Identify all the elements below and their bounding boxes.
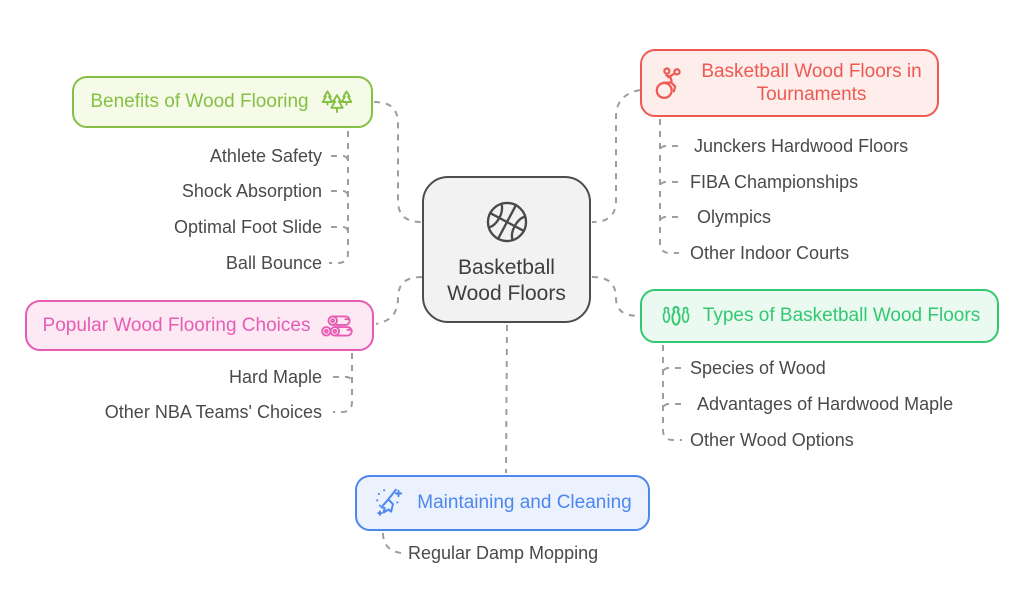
edge-types-item1 [662,367,681,375]
branch-node-types[interactable]: Types of Basketball Wood Floors [640,289,999,343]
child-item[interactable]: Ball Bounce [225,253,322,273]
child-item[interactable]: Other Wood Options [690,430,854,450]
edge-center-benefits [373,101,423,223]
child-item[interactable]: Olympics [697,207,772,227]
basketball-icon [478,193,536,251]
edge-center-tournaments [591,89,641,223]
child-item[interactable]: FIBA Championships [690,172,859,192]
edge-maintaining-children [382,532,402,554]
edge-tournaments-item2 [659,181,678,189]
child-item[interactable]: Other Indoor Courts [690,243,850,263]
edge-types-children [662,345,682,441]
child-item[interactable]: Athlete Safety [209,146,322,166]
child-item[interactable]: Other NBA Teams' Choices [104,402,322,422]
branch-node-maintaining[interactable]: Maintaining and Cleaning [355,475,650,531]
edge-tournaments-item1 [659,145,678,153]
bowling-pins-icon [659,302,693,330]
edge-tournaments-item3 [659,216,678,224]
edge-benefits-item3 [331,226,349,234]
child-item[interactable]: Shock Absorption [181,181,322,201]
edge-benefits-item2 [331,190,349,198]
edge-center-maintaining [505,324,508,474]
branch-tournaments-label: Basketball Wood Floors in Tournaments [701,61,922,105]
forest-icon [319,88,355,116]
branch-node-choices[interactable]: Popular Wood Flooring Choices [25,300,374,351]
edge-center-choices [375,276,423,325]
edge-tournaments-children [659,119,679,254]
center-node-label: Basketball Wood Floors [447,255,566,305]
child-item[interactable]: Junckers Hardwood Floors [694,136,909,156]
child-item[interactable]: Regular Damp Mopping [408,543,599,563]
branch-types-label: Types of Basketball Wood Floors [702,305,981,326]
child-item[interactable]: Advantages of Hardwood Maple [697,394,954,414]
broom-icon [373,486,407,520]
wheelchair-basketball-icon [652,65,686,101]
edge-benefits-children [329,131,349,264]
edge-choices-children [333,353,353,413]
child-item[interactable]: Optimal Foot Slide [173,217,322,237]
edge-choices-item1 [333,376,353,384]
branch-node-benefits[interactable]: Benefits of Wood Flooring [72,76,373,128]
edge-types-item2 [662,403,681,411]
branch-node-tournaments[interactable]: Basketball Wood Floors in Tournaments [640,49,939,117]
edge-benefits-item1 [331,155,349,163]
wood-logs-icon [320,312,356,340]
center-node-basketball-wood-floors[interactable]: Basketball Wood Floors [422,176,591,323]
child-item[interactable]: Hard Maple [228,367,322,387]
edge-center-types [591,276,641,317]
branch-maintaining-label: Maintaining and Cleaning [417,492,632,513]
child-item[interactable]: Species of Wood [690,358,826,378]
branch-choices-label: Popular Wood Flooring Choices [42,314,311,336]
branch-benefits-label: Benefits of Wood Flooring [90,91,309,112]
